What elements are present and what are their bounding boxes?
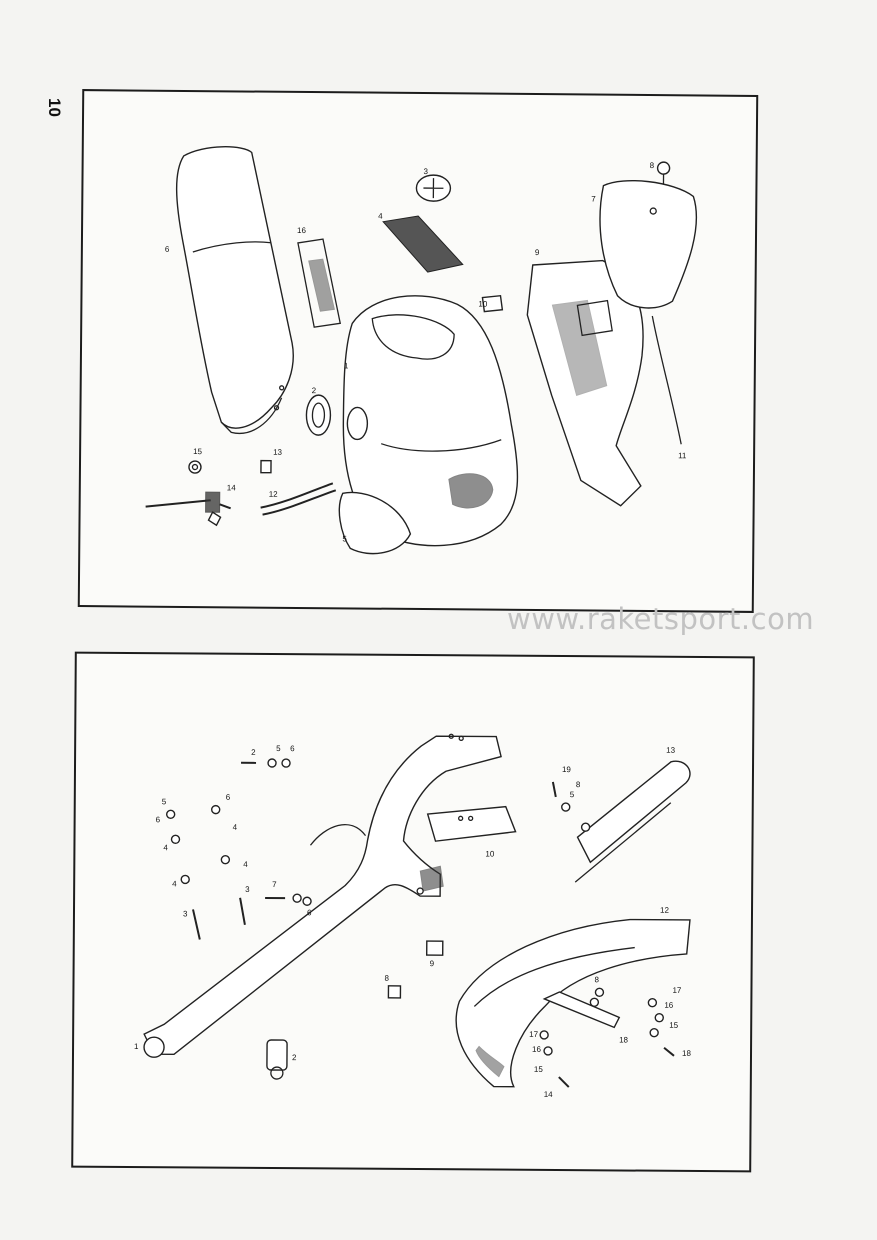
tank-badge-part bbox=[415, 174, 452, 202]
grommet-part bbox=[481, 294, 504, 313]
callout-1: 1 bbox=[344, 361, 349, 370]
callout-9: 9 bbox=[430, 959, 435, 968]
exploded-view-tank-seat-drawing: 1 2 3 4 5 6 7 8 9 10 11 12 13 14 15 16 bbox=[145, 146, 698, 555]
callout-5: 5 bbox=[570, 790, 575, 799]
fuel-hose-part bbox=[260, 482, 337, 516]
callout-13: 13 bbox=[666, 746, 676, 755]
callout-17: 17 bbox=[529, 1030, 539, 1039]
fuel-tank-part bbox=[342, 295, 519, 547]
tank-pad-part bbox=[338, 491, 412, 555]
plug-part bbox=[387, 985, 402, 999]
callout-8: 8 bbox=[576, 780, 581, 789]
callout-5: 5 bbox=[276, 744, 281, 753]
callout-18: 18 bbox=[682, 1049, 692, 1058]
rear-fender-part bbox=[455, 918, 691, 1088]
callout-4: 4 bbox=[163, 843, 168, 852]
callout-6: 6 bbox=[226, 793, 231, 802]
callout-19: 19 bbox=[562, 765, 572, 774]
frame-cover-part bbox=[426, 805, 517, 842]
fasteners-group bbox=[165, 758, 675, 1088]
side-panel-bracket-part bbox=[526, 259, 644, 507]
seat-part bbox=[175, 146, 294, 435]
callout-4: 4 bbox=[243, 860, 248, 869]
callout-18: 18 bbox=[619, 1035, 629, 1044]
fender-stay-part bbox=[542, 991, 621, 1029]
callout-17: 17 bbox=[672, 986, 682, 995]
knee-pad-part bbox=[382, 215, 464, 273]
callout-2: 2 bbox=[292, 1053, 297, 1062]
callout-7: 7 bbox=[591, 195, 596, 204]
callout-2: 2 bbox=[251, 748, 256, 757]
callout-4: 4 bbox=[233, 823, 238, 832]
exploded-view-frame-fender-panel: 1 2 2 3 3 4 4 4 4 5 5 5 6 6 6 6 7 8 8 8 … bbox=[71, 651, 755, 1173]
callout-3: 3 bbox=[183, 909, 188, 918]
callout-6: 6 bbox=[156, 815, 161, 824]
callout-4: 4 bbox=[378, 212, 383, 221]
callout-15: 15 bbox=[193, 447, 203, 456]
bushing-part bbox=[425, 940, 444, 956]
filler-cap-part bbox=[305, 394, 332, 436]
callout-6: 6 bbox=[290, 744, 295, 753]
callout-16: 16 bbox=[532, 1045, 542, 1054]
tank-decal-part bbox=[297, 238, 342, 328]
hose-clip-part bbox=[260, 459, 272, 474]
callout-9: 9 bbox=[535, 248, 540, 257]
callout-6: 6 bbox=[307, 908, 312, 917]
bottom-bracket-part bbox=[266, 1039, 288, 1080]
side-cover-part bbox=[599, 180, 698, 309]
callout-10: 10 bbox=[485, 850, 495, 859]
callout-6: 6 bbox=[165, 245, 170, 254]
washer-part bbox=[188, 460, 202, 474]
callout-8: 8 bbox=[650, 161, 655, 170]
callout-16: 16 bbox=[297, 226, 307, 235]
callout-5: 5 bbox=[162, 797, 167, 806]
callout-14: 14 bbox=[544, 1090, 554, 1099]
callout-3: 3 bbox=[424, 167, 429, 176]
main-frame-part bbox=[143, 733, 502, 1058]
callout-4: 4 bbox=[172, 879, 177, 888]
callout-8: 8 bbox=[385, 974, 390, 983]
callout-3: 3 bbox=[245, 885, 250, 894]
callout-11: 11 bbox=[678, 451, 687, 460]
callout-1: 1 bbox=[134, 1042, 139, 1051]
callout-5: 5 bbox=[342, 534, 347, 543]
callout-15: 15 bbox=[534, 1065, 544, 1074]
callout-12: 12 bbox=[269, 490, 279, 499]
callout-7: 7 bbox=[272, 880, 277, 889]
callout-8: 8 bbox=[594, 975, 599, 984]
exploded-view-tank-seat-panel: 1 2 3 4 5 6 7 8 9 10 11 12 13 14 15 16 bbox=[77, 89, 759, 613]
callout-16: 16 bbox=[664, 1001, 674, 1010]
fuel-tap-part bbox=[145, 491, 231, 527]
callout-12: 12 bbox=[660, 906, 670, 915]
callout-2: 2 bbox=[312, 386, 317, 395]
callout-14: 14 bbox=[227, 483, 237, 492]
knob-part bbox=[656, 161, 671, 185]
callout-10: 10 bbox=[478, 300, 488, 309]
cable-part bbox=[651, 315, 682, 445]
exploded-view-frame-fender-drawing: 1 2 2 3 3 4 4 4 4 5 5 5 6 6 6 6 7 8 8 8 … bbox=[134, 733, 692, 1099]
watermark-text: www.raketsport.com bbox=[507, 602, 815, 636]
callout-13: 13 bbox=[273, 448, 283, 457]
fender-brace-part bbox=[574, 760, 691, 883]
callout-15: 15 bbox=[669, 1021, 679, 1030]
page-number: 10 bbox=[45, 98, 64, 117]
